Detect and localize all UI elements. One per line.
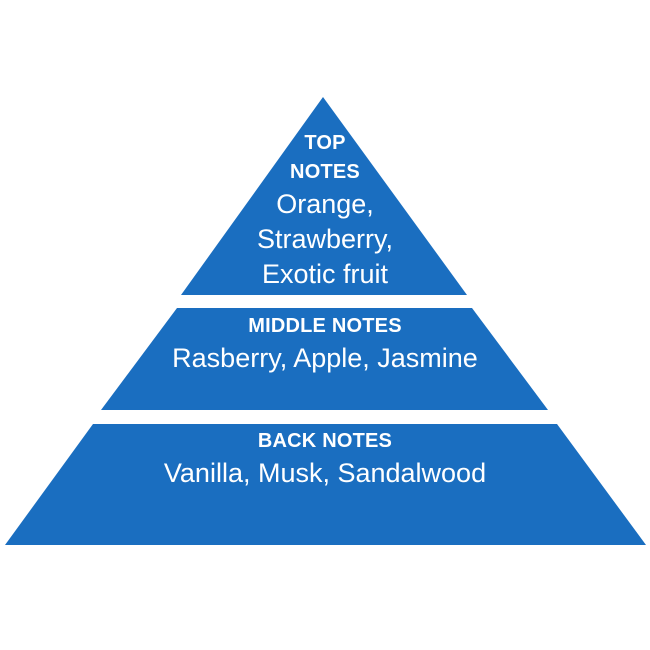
middle-notes-heading: MIDDLE NOTES xyxy=(248,315,402,337)
top-notes-block: TOP NOTES Orange, Strawberry, Exotic fru… xyxy=(0,129,650,292)
back-notes-heading: BACK NOTES xyxy=(257,430,393,452)
middle-notes-block: MIDDLE NOTES Rasberry, Apple, Jasmine xyxy=(0,311,650,376)
back-notes-block: BACK NOTES Vanilla, Musk, Sandalwood xyxy=(0,426,650,491)
middle-notes-list: Rasberry, Apple, Jasmine xyxy=(172,343,478,373)
middle-tier-shape xyxy=(101,308,548,410)
top-tier-shape xyxy=(181,97,467,295)
back-tier-shape xyxy=(5,424,646,545)
top-notes-list: Orange, Strawberry, Exotic fruit xyxy=(256,189,394,289)
top-notes-heading: TOP NOTES xyxy=(290,132,360,183)
back-notes-list: Vanilla, Musk, Sandalwood xyxy=(163,458,487,488)
